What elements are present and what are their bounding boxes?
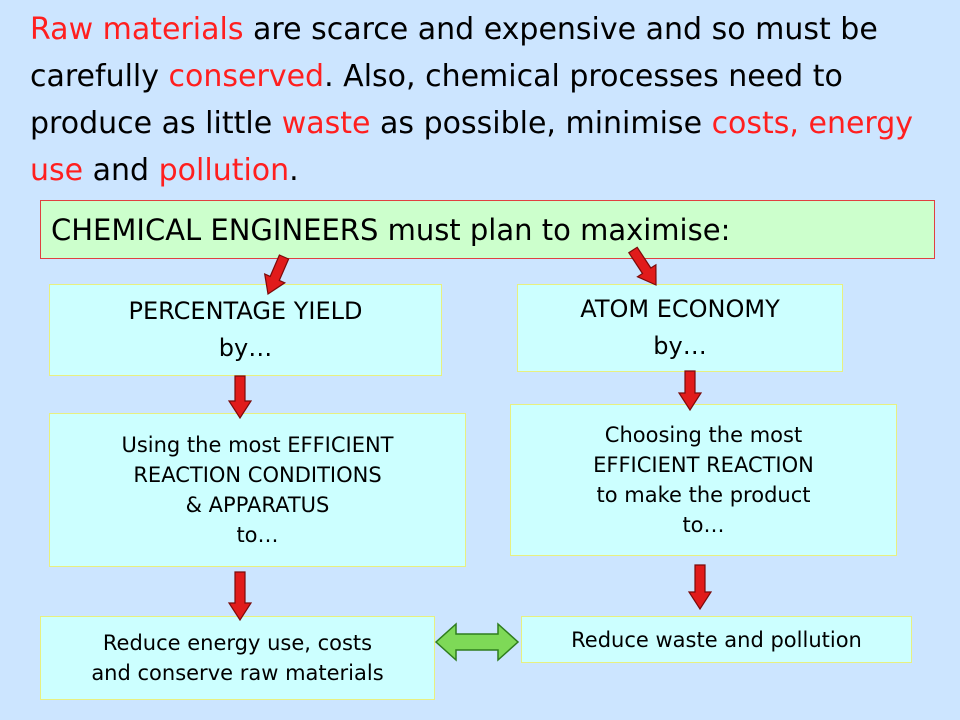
efficient-conditions-line: REACTION CONDITIONS (133, 463, 382, 487)
percentage-yield-box: PERCENTAGE YIELD by… (49, 284, 442, 376)
intro-segment: . Also, chemical processes need to produ… (30, 59, 843, 141)
efficient-conditions-line: & APPARATUS (185, 493, 330, 517)
reduce-waste-line: Reduce waste and pollution (571, 627, 862, 652)
efficient-conditions-line: Using the most EFFICIENT (121, 433, 394, 457)
intro-segment: waste (281, 106, 371, 141)
intro-segment: costs, energy use (30, 106, 914, 188)
atom-economy-box: ATOM ECONOMY by… (517, 284, 843, 372)
reduce-energy-box: Reduce energy use, costs and conserve ra… (40, 616, 435, 700)
intro-segment: are scarce and expensive and so must be … (30, 12, 878, 94)
intro-segment: as possible, minimise (370, 106, 712, 141)
header-text: CHEMICAL ENGINEERS must plan to maximise… (51, 212, 731, 247)
intro-segment: pollution (158, 153, 290, 188)
double-arrow-icon (434, 622, 520, 662)
efficient-reaction-line: Choosing the most (604, 423, 803, 447)
efficient-conditions-line: to… (236, 523, 279, 547)
efficient-reaction-line: to… (682, 513, 725, 537)
arrow-down-icon (627, 246, 657, 286)
percentage-yield-by: by… (218, 334, 273, 362)
intro-segment: Raw materials (30, 12, 244, 47)
percentage-yield-title: PERCENTAGE YIELD (128, 297, 363, 325)
arrow-down-icon (227, 375, 253, 420)
reduce-energy-line: and conserve raw materials (91, 661, 384, 685)
arrow-down-icon (687, 564, 713, 611)
efficient-reaction-line: to make the product (596, 483, 811, 507)
atom-economy-by: by… (653, 332, 707, 360)
efficient-reaction-box: Choosing the most EFFICIENT REACTION to … (510, 404, 897, 556)
atom-economy-title: ATOM ECONOMY (580, 295, 780, 323)
reduce-energy-line: Reduce energy use, costs (102, 631, 373, 655)
intro-segment: . (289, 153, 299, 188)
arrow-down-icon (227, 571, 253, 622)
intro-paragraph: Raw materials are scarce and expensive a… (30, 6, 945, 194)
intro-segment: conserved (168, 59, 325, 94)
efficient-reaction-line: EFFICIENT REACTION (593, 453, 814, 477)
header-box: CHEMICAL ENGINEERS must plan to maximise… (40, 200, 935, 259)
arrow-down-icon (677, 370, 703, 412)
arrow-down-icon (263, 254, 290, 296)
intro-segment: and (83, 153, 159, 188)
reduce-waste-box: Reduce waste and pollution (521, 616, 912, 663)
efficient-conditions-box: Using the most EFFICIENT REACTION CONDIT… (49, 413, 466, 567)
